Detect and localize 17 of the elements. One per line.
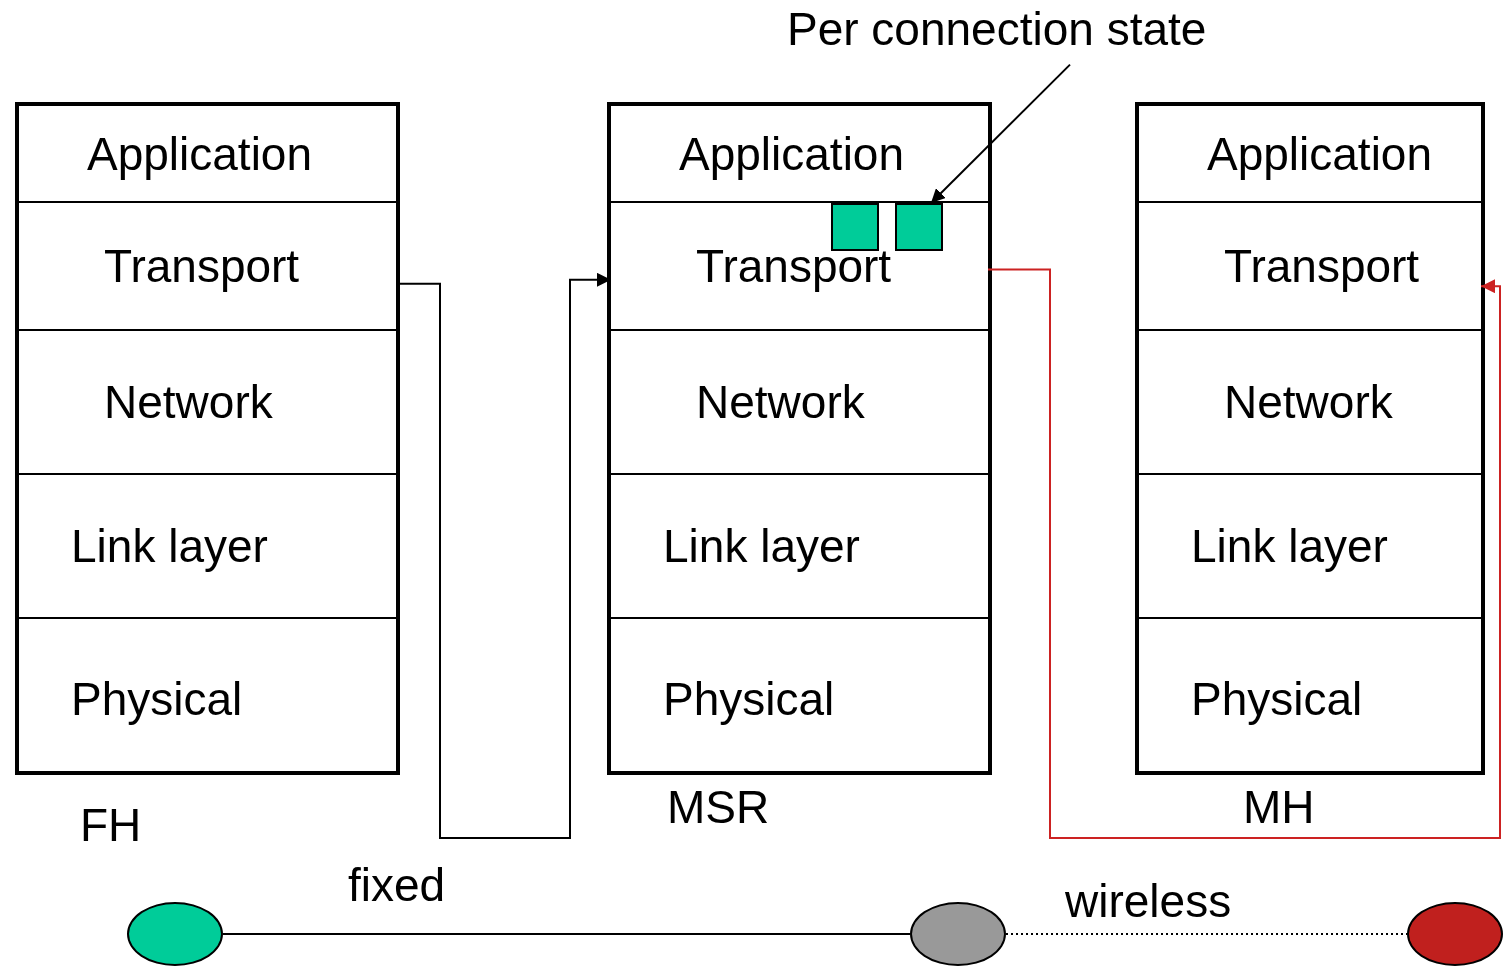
layer-label: Network — [104, 379, 273, 425]
connector — [222, 933, 911, 935]
node-caption: MH — [1243, 784, 1315, 830]
protocol-stack-box — [1135, 102, 1485, 775]
callout-text: Per connection state — [787, 4, 1207, 55]
layer-label: Network — [696, 379, 865, 425]
leader-line — [930, 63, 1071, 204]
node-caption: FH — [80, 802, 142, 848]
protocol-stack-box — [15, 102, 400, 775]
protocol-stack-box — [607, 102, 992, 775]
connector — [987, 268, 1501, 839]
layer-label: Network — [1224, 379, 1393, 425]
connector — [1005, 933, 1408, 935]
layer-box — [611, 203, 988, 331]
node-caption: MSR — [667, 784, 770, 830]
state-box — [831, 203, 879, 251]
state-box — [895, 203, 943, 251]
